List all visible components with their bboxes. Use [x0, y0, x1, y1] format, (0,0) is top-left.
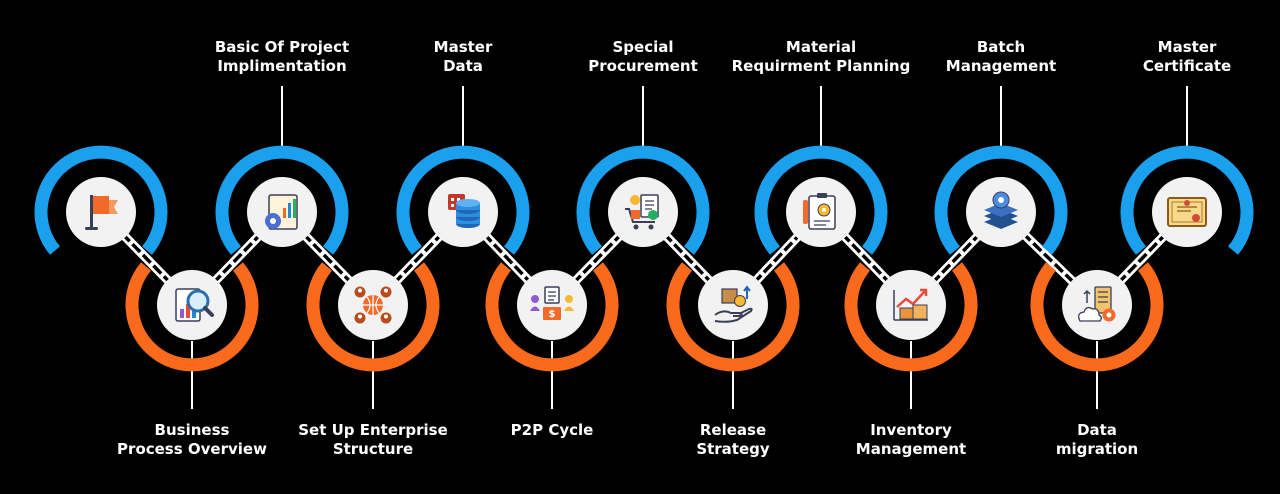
step-label-line: P2P Cycle: [510, 421, 594, 439]
step-label-line: Set Up Enterprise: [298, 421, 448, 439]
step-label-line: Master: [1157, 38, 1217, 56]
orange-ring: [306, 262, 440, 372]
step-label-line: Procurement: [588, 57, 698, 75]
blue-ring: [1120, 145, 1254, 255]
step-label-line: Release: [699, 421, 767, 439]
step-label-line: Data: [443, 57, 483, 75]
step-label-line: Batch: [976, 38, 1026, 56]
clipboard-gear-icon: [803, 193, 836, 230]
step-node: [428, 177, 498, 247]
step-label-line: Management: [945, 57, 1057, 75]
step-circle: [698, 270, 768, 340]
step-label-line: Process Overview: [117, 440, 267, 458]
rings: [34, 145, 1254, 372]
step-node: [66, 177, 136, 247]
flag-icon: [85, 195, 118, 230]
step-label: P2P Cycle: [432, 421, 672, 440]
inventory-chart-icon: [893, 288, 928, 321]
step-label-line: Requirment Planning: [731, 57, 911, 75]
step-label-line: Structure: [332, 440, 414, 458]
layers-gear-icon: [984, 191, 1018, 229]
step-node: [608, 177, 678, 247]
blue-ring: [754, 145, 888, 255]
database-icon: [448, 194, 480, 228]
globe-network-icon: [354, 286, 392, 324]
orange-ring: [485, 262, 619, 372]
step-label-line: migration: [1055, 440, 1139, 458]
step-label-line: Data: [1077, 421, 1117, 439]
orange-ring: [666, 262, 800, 372]
step-label-line: Management: [855, 440, 967, 458]
blue-ring: [34, 145, 168, 255]
step-node: [1152, 177, 1222, 247]
orange-ring: [1030, 262, 1164, 372]
blue-ring: [576, 145, 710, 255]
svg-text:$: $: [549, 309, 556, 320]
step-label-line: Inventory: [870, 421, 952, 439]
step-label-line: Basic Of Project: [214, 38, 350, 56]
blue-ring: [396, 145, 530, 255]
step-label-line: Master: [433, 38, 493, 56]
step-label-line: Implimentation: [217, 57, 347, 75]
step-node: [338, 270, 408, 340]
step-label-line: Special: [612, 38, 674, 56]
step-circle: [517, 270, 587, 340]
step-node: [966, 177, 1036, 247]
cart-invoice-icon: [625, 194, 659, 230]
step-label-line: Strategy: [696, 440, 770, 458]
step-circle: [876, 270, 946, 340]
certificate-icon: [1167, 197, 1207, 227]
step-node: [786, 177, 856, 247]
blue-ring: [215, 145, 349, 255]
document-gear-icon: [265, 194, 298, 230]
orange-ring: [844, 262, 978, 372]
step-label-line: Material: [785, 38, 857, 56]
step-node: [876, 270, 946, 340]
blue-ring: [934, 145, 1068, 255]
leader-lines: [191, 86, 1188, 409]
step-node: [157, 270, 227, 340]
p2p-people-icon: $: [530, 286, 574, 320]
cloud-server-icon: [1078, 286, 1116, 322]
step-label-line: Certificate: [1142, 57, 1232, 75]
step-label-line: Business: [154, 421, 230, 439]
step-node: [247, 177, 317, 247]
nodes: $: [66, 177, 1222, 340]
hand-box-icon: [714, 285, 753, 323]
orange-ring: [125, 262, 259, 372]
step-node: [698, 270, 768, 340]
step-node: [1062, 270, 1132, 340]
step-node: $: [517, 270, 587, 340]
chart-magnifier-icon: [175, 288, 214, 322]
